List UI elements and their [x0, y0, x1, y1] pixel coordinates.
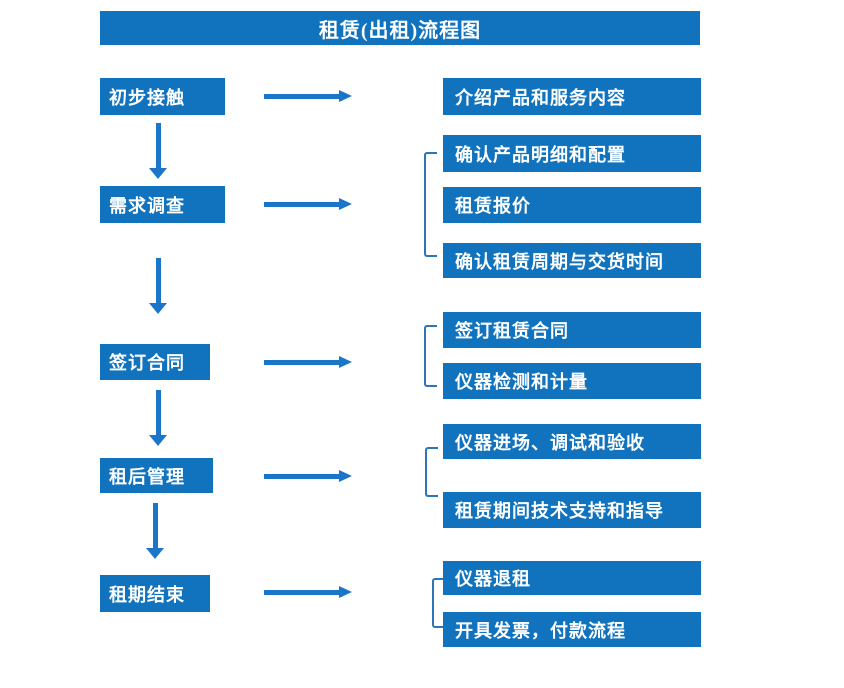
step-box-post-rental-management: 租后管理: [100, 458, 213, 493]
arrow-down-icon: [146, 503, 164, 559]
arrow-right-icon: [264, 90, 352, 102]
bracket-icon: [424, 325, 437, 387]
detail-box: 仪器检测和计量: [443, 363, 701, 399]
arrow-down-icon: [149, 390, 167, 446]
bracket-icon: [424, 152, 437, 257]
detail-box: 签订租赁合同: [443, 312, 701, 348]
page-title: 租赁(出租)流程图: [318, 19, 482, 42]
detail-box: 介绍产品和服务内容: [443, 78, 701, 115]
title-bar: 租赁(出租)流程图: [100, 11, 700, 45]
arrow-right-icon: [264, 198, 352, 210]
detail-box: 仪器进场、调试和验收: [443, 424, 701, 459]
arrow-right-icon: [264, 586, 352, 598]
step-box-initial-contact: 初步接触: [100, 78, 225, 115]
step-box-sign-contract: 签订合同: [100, 344, 210, 380]
detail-box: 租赁期间技术支持和指导: [443, 492, 701, 528]
bracket-icon: [425, 447, 438, 497]
bracket-icon: [432, 578, 445, 628]
detail-box: 仪器退租: [443, 561, 701, 595]
detail-box: 开具发票，付款流程: [443, 612, 701, 647]
step-box-lease-end: 租期结束: [100, 575, 210, 612]
detail-box: 租赁报价: [443, 187, 701, 223]
detail-box: 确认租赁周期与交货时间: [443, 243, 701, 278]
arrow-right-icon: [264, 356, 352, 368]
arrow-down-icon: [149, 258, 167, 314]
arrow-down-icon: [149, 123, 167, 179]
step-box-demand-survey: 需求调查: [100, 186, 225, 223]
arrow-right-icon: [264, 470, 352, 482]
detail-box: 确认产品明细和配置: [443, 135, 701, 172]
